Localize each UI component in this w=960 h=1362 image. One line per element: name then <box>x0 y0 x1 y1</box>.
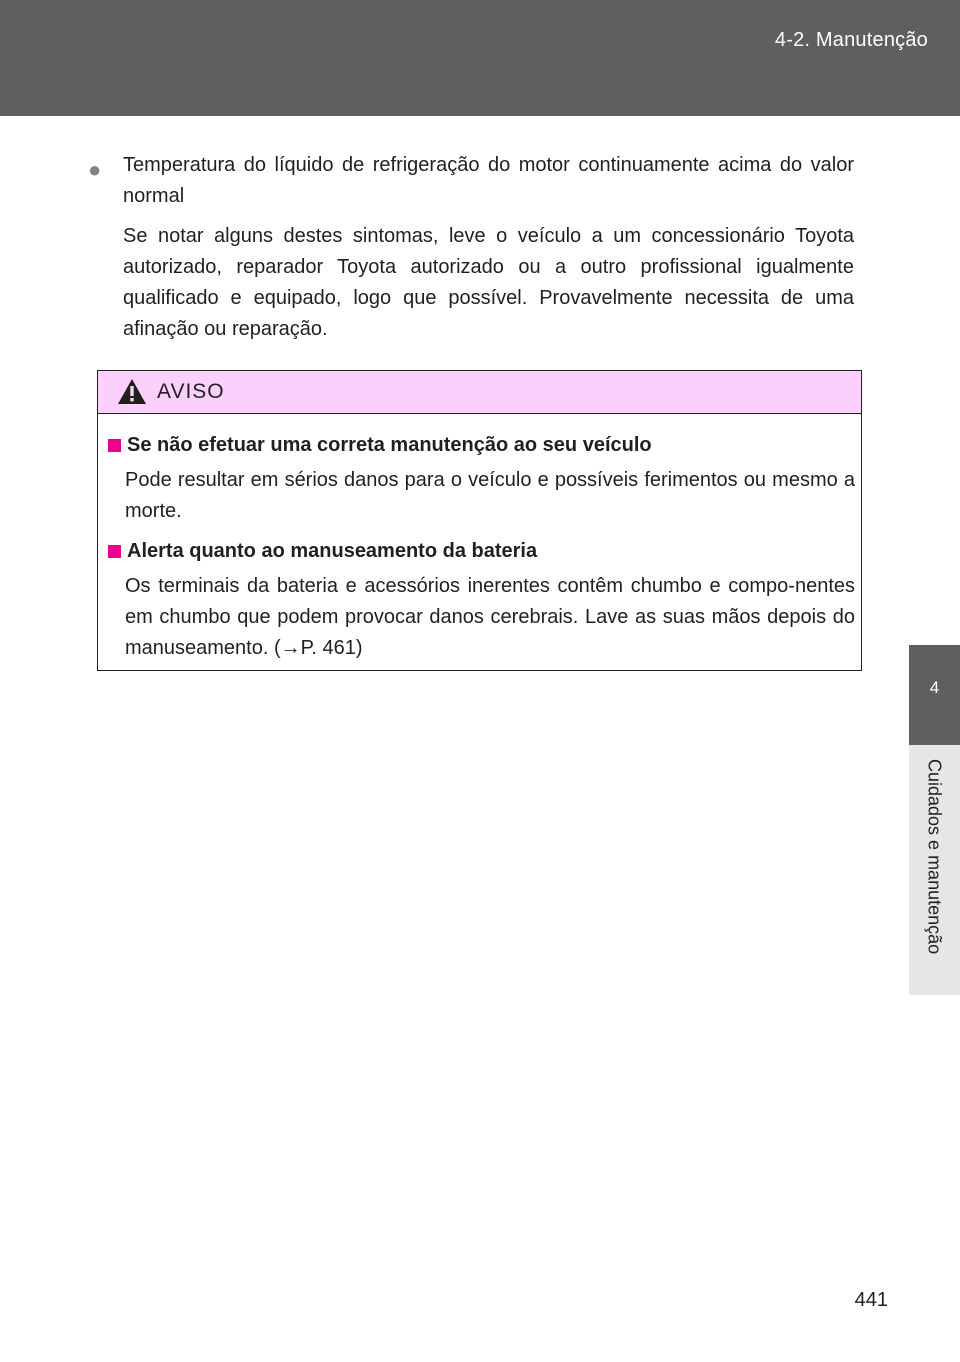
chapter-number: 4 <box>929 678 940 697</box>
warning-item-text: Pode resultar em sérios danos para o veí… <box>125 469 855 522</box>
chapter-label: Cuidados e manutenção <box>924 759 945 955</box>
warning-header: AVISO <box>98 371 861 414</box>
bullet-dot-icon: ● <box>88 157 102 182</box>
chapter-tab: 4 <box>909 645 960 745</box>
warning-box: AVISO Se não efetuar uma correta manuten… <box>97 370 862 671</box>
square-marker-icon <box>108 439 121 452</box>
warning-item-heading-text: Alerta quanto ao manuseamento da bateria <box>127 540 538 562</box>
square-marker-icon <box>108 545 121 558</box>
header-bar: 4-2. Manutenção <box>0 0 960 116</box>
warning-item-heading-text: Se não efetuar uma correta manutenção ao… <box>127 434 652 456</box>
warning-triangle-icon <box>118 379 146 404</box>
page-number: 441 <box>854 1289 888 1311</box>
warning-item-text: Os terminais da bateria e acessórios ine… <box>125 575 855 659</box>
warning-item-heading: Se não efetuar uma correta manutenção ao… <box>98 430 863 461</box>
bullet-text: Temperatura do líquido de refrigeração d… <box>123 154 854 207</box>
section-title: 4-2. Manutenção <box>774 29 928 51</box>
chapter-label-tab: Cuidados e manutenção <box>909 745 960 995</box>
main-content: ● Temperatura do líquido de refrigeração… <box>88 150 854 345</box>
bullet-item: ● Temperatura do líquido de refrigeração… <box>88 150 854 212</box>
warning-title: AVISO <box>157 380 225 403</box>
warning-item-heading: Alerta quanto ao manuseamento da bateria <box>98 536 863 567</box>
body-paragraph: Se notar alguns destes sintomas, leve o … <box>123 225 854 340</box>
warning-body: Se não efetuar uma correta manutenção ao… <box>98 430 863 664</box>
